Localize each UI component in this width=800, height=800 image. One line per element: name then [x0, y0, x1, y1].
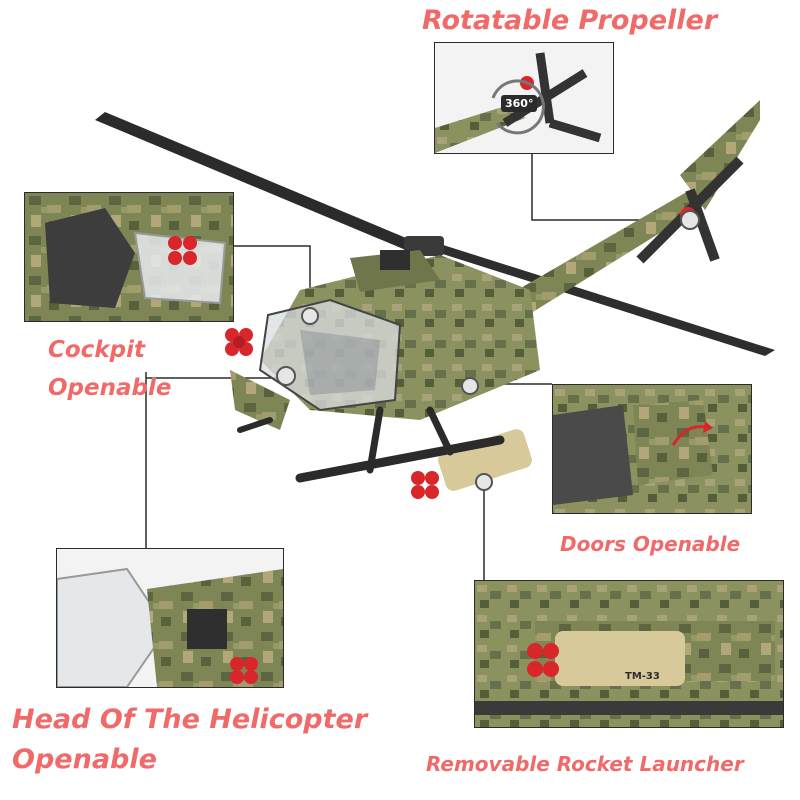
- label-rotatable-propeller: Rotatable Propeller: [422, 5, 718, 36]
- launcher-code: TM-33: [625, 671, 660, 682]
- callout-dots: [276, 210, 700, 491]
- rocket-pod-right: [411, 429, 532, 499]
- label-head-line1: Head Of The Helicopter: [12, 704, 368, 735]
- panel-propeller: 360°: [434, 42, 614, 154]
- label-doors-openable: Doors Openable: [560, 532, 741, 556]
- rocket-pod-left: [225, 328, 253, 356]
- rotation-badge: 360°: [501, 95, 538, 112]
- leader-lines: [145, 152, 690, 582]
- label-cockpit-line1: Cockpit: [48, 337, 145, 363]
- panel-head: [56, 548, 284, 688]
- fuselage: [230, 250, 540, 430]
- landing-skids: [237, 406, 505, 483]
- panel-cockpit: [24, 192, 234, 322]
- panel-doors: [552, 384, 752, 514]
- label-rocket-launcher: Removable Rocket Launcher: [426, 752, 744, 776]
- label-head-line2: Openable: [12, 744, 157, 775]
- label-cockpit-line2: Openable: [48, 375, 172, 401]
- panel-rocket-launcher: TM-33: [474, 580, 784, 728]
